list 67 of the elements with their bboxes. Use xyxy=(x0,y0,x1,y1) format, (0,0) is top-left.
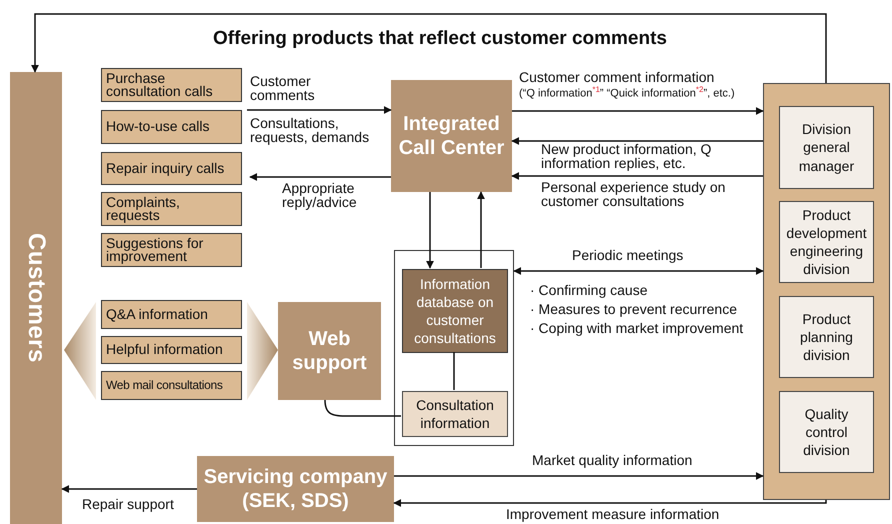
division-box xyxy=(779,296,874,378)
category-box xyxy=(101,152,242,185)
note-text: (“Q information$^{*1}$” “Quick information$^{*2}$”, etc.) xyxy=(519,86,736,100)
web-item-box xyxy=(101,300,242,329)
arrow xyxy=(511,137,763,145)
category-box xyxy=(101,233,242,267)
edge-label: New product information, Q information replies, etc. xyxy=(541,142,712,170)
arrow xyxy=(513,267,764,275)
division-box xyxy=(779,106,874,189)
division-box xyxy=(779,391,874,473)
category-box xyxy=(101,68,242,102)
edge-label: Periodic meetings xyxy=(572,248,684,262)
web-item-box xyxy=(101,336,242,364)
edge-label: Customer comments xyxy=(250,74,316,102)
node-text: Product planning division xyxy=(799,310,854,364)
node-text: Integrated Call Center xyxy=(398,112,506,160)
customers-band xyxy=(10,72,62,524)
node-text: Product development engineering division xyxy=(786,206,867,278)
note-text: · Coping with market improvement xyxy=(530,321,744,335)
web-item-box xyxy=(101,371,242,400)
node-text: How-to-use calls xyxy=(106,120,210,134)
divisions-panel xyxy=(763,83,890,500)
node-text: Complaints, requests xyxy=(106,196,181,222)
call-center-box xyxy=(391,80,512,192)
edge-label: Appropriate reply/advice xyxy=(282,181,358,209)
edge-label: Customer comment information xyxy=(519,70,716,84)
database-box xyxy=(402,269,508,353)
arrow xyxy=(393,499,827,507)
node-text: Servicing company (SEK, SDS) xyxy=(202,464,388,514)
arrow xyxy=(394,472,764,480)
node-text: Q&A information xyxy=(106,308,208,322)
note-text: · Confirming cause xyxy=(530,283,648,297)
arrow xyxy=(511,172,763,180)
node-text: Information database on customer consultations xyxy=(413,274,497,348)
note-text: · Measures to prevent recurrence xyxy=(530,302,738,316)
arrow xyxy=(512,107,764,115)
edge-label: Market quality information xyxy=(532,453,694,467)
edge-label: Personal experience study on customer consultations xyxy=(541,180,726,208)
arrow xyxy=(249,173,391,181)
web-support-box xyxy=(278,302,381,400)
node-text: Web mail consultations xyxy=(106,380,223,392)
servicing-company-box xyxy=(197,456,394,522)
diagram-title: Offering products that reflect customer comments xyxy=(212,28,668,50)
category-box xyxy=(101,110,242,144)
arrow xyxy=(61,485,197,493)
category-box xyxy=(101,192,242,226)
node-text: Helpful information xyxy=(106,343,223,357)
node-text: Repair inquiry calls xyxy=(106,162,224,176)
edge-label: Repair support xyxy=(82,497,175,511)
arrow xyxy=(426,192,434,269)
chevron-arrow xyxy=(64,302,96,400)
arrow xyxy=(247,106,392,114)
node-text: Suggestions for improvement xyxy=(106,236,204,264)
node-text: Division general manager xyxy=(798,120,856,175)
information-box xyxy=(402,391,508,437)
database-group-frame xyxy=(394,250,514,446)
node-text: Purchase consultation calls xyxy=(106,72,214,98)
edge-label: Improvement measure information xyxy=(506,507,720,521)
division-box xyxy=(779,201,874,283)
arrow xyxy=(31,13,827,83)
note-text: Consultations, requests, demands xyxy=(250,116,370,144)
arrow xyxy=(477,191,485,268)
node-text: Quality control division xyxy=(802,404,851,460)
node-text: Web support xyxy=(291,326,368,376)
node-text: Consultation information xyxy=(415,396,495,432)
chevron-arrow xyxy=(247,302,278,400)
node-text: Customers xyxy=(22,233,50,363)
